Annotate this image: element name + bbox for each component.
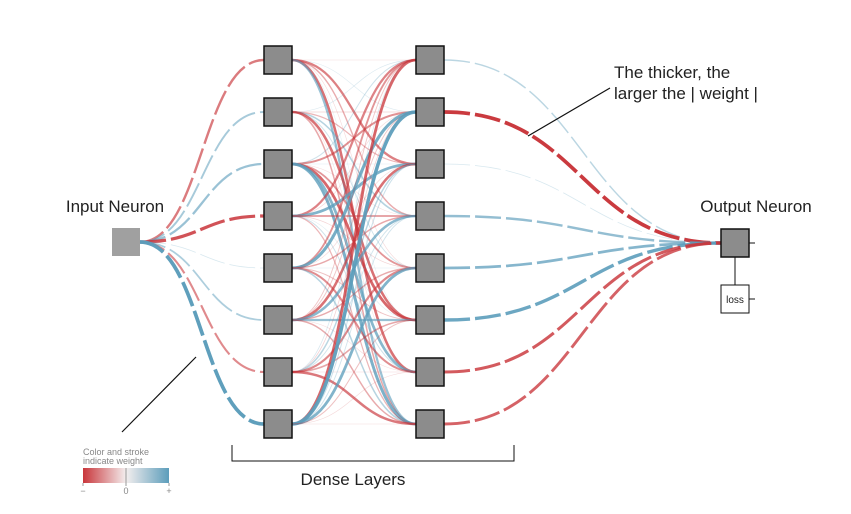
h1-h2-link: [291, 266, 417, 426]
legend-zero-label: 0: [123, 486, 128, 496]
weight-legend: Color and stroke indicate weight − 0 +: [80, 447, 171, 496]
input-h1-link: [139, 111, 265, 243]
h1-h2-link: [291, 58, 417, 166]
h1-h2-link: [291, 267, 417, 321]
h2-output-link: [443, 241, 722, 426]
h1-h2-link: [291, 215, 417, 373]
h1-h2-link: [291, 110, 417, 426]
hidden-layer-1-neuron[interactable]: [263, 253, 293, 283]
h1-h2-link: [291, 266, 417, 374]
hidden-layer-2-neuron[interactable]: [415, 357, 445, 387]
hidden-layer-2-neuron[interactable]: [415, 97, 445, 127]
hidden-layer-2-neuron[interactable]: [415, 201, 445, 231]
h2-output-link: [443, 163, 722, 244]
h2-output-link: [443, 110, 722, 245]
hidden-layer-1-neuron[interactable]: [263, 357, 293, 387]
h1-h2-link: [291, 59, 417, 321]
input-h1-link: [139, 240, 265, 374]
hidden-layer-2-neuron[interactable]: [415, 149, 445, 179]
h1-h2-link: [291, 371, 417, 425]
hidden-layer-2-neuron[interactable]: [415, 409, 445, 439]
input-h1-link: [139, 162, 265, 244]
legend-caption-line-1: Color and stroke: [83, 447, 149, 457]
h1-h2-link: [291, 370, 417, 426]
h2-output-link: [443, 241, 722, 322]
h1-h2-link: [291, 215, 417, 425]
h1-h2-link: [291, 59, 417, 269]
loss-label: loss: [726, 295, 744, 306]
output-neuron-label: Output Neuron: [700, 197, 812, 216]
thickness-annotation-line-1: The thicker, the: [614, 63, 730, 82]
dense-layers-label: Dense Layers: [301, 470, 406, 489]
hidden-layer-1-neuron[interactable]: [263, 97, 293, 127]
input-annotation-leader: [121, 356, 197, 433]
weight-connections: [139, 58, 722, 426]
h1-h2-link: [291, 162, 417, 426]
legend-plus-label: +: [166, 486, 171, 496]
h2-output-link: [443, 241, 722, 270]
input-neuron[interactable]: [112, 228, 140, 256]
thickness-annotation-line-2: larger the | weight |: [614, 84, 758, 103]
h1-h2-link: [291, 163, 417, 425]
input-h1-link: [139, 241, 265, 321]
legend-caption-line-2: indicate weight: [83, 456, 143, 466]
h1-h2-link: [291, 59, 417, 113]
h2-output-link: [443, 214, 722, 245]
dense-layers-bracket: [231, 445, 515, 462]
hidden-layer-2-neuron[interactable]: [415, 305, 445, 335]
input-h1-link: [139, 241, 265, 269]
thickness-annotation-leader: [527, 87, 611, 137]
h1-h2-link: [291, 58, 417, 218]
neurons-layer: [263, 45, 445, 439]
input-h1-link: [139, 58, 265, 244]
h2-output-link: [443, 241, 722, 374]
hidden-layer-1-neuron[interactable]: [263, 305, 293, 335]
hidden-layer-1-neuron[interactable]: [263, 409, 293, 439]
h1-h2-link: [291, 319, 417, 425]
h1-h2-link: [291, 163, 417, 269]
input-neuron-label: Input Neuron: [66, 197, 164, 216]
loss-box[interactable]: [720, 284, 750, 314]
legend-minus-label: −: [80, 486, 85, 496]
hidden-layer-1-neuron[interactable]: [263, 45, 293, 75]
h1-h2-link: [291, 59, 417, 165]
input-h1-link: [139, 240, 265, 426]
h1-h2-link: [291, 59, 417, 113]
h2-output-link: [443, 59, 722, 244]
h1-h2-link: [291, 110, 417, 270]
input-h1-link: [139, 214, 265, 244]
h1-h2-link: [291, 319, 417, 425]
output-neuron[interactable]: [720, 228, 750, 258]
hidden-layer-2-neuron[interactable]: [415, 253, 445, 283]
hidden-layer-2-neuron[interactable]: [415, 45, 445, 75]
hidden-layer-1-neuron[interactable]: [263, 149, 293, 179]
h1-h2-link: [291, 215, 417, 373]
hidden-layer-1-neuron[interactable]: [263, 201, 293, 231]
h1-h2-link: [291, 267, 417, 321]
h1-h2-link: [291, 111, 417, 321]
